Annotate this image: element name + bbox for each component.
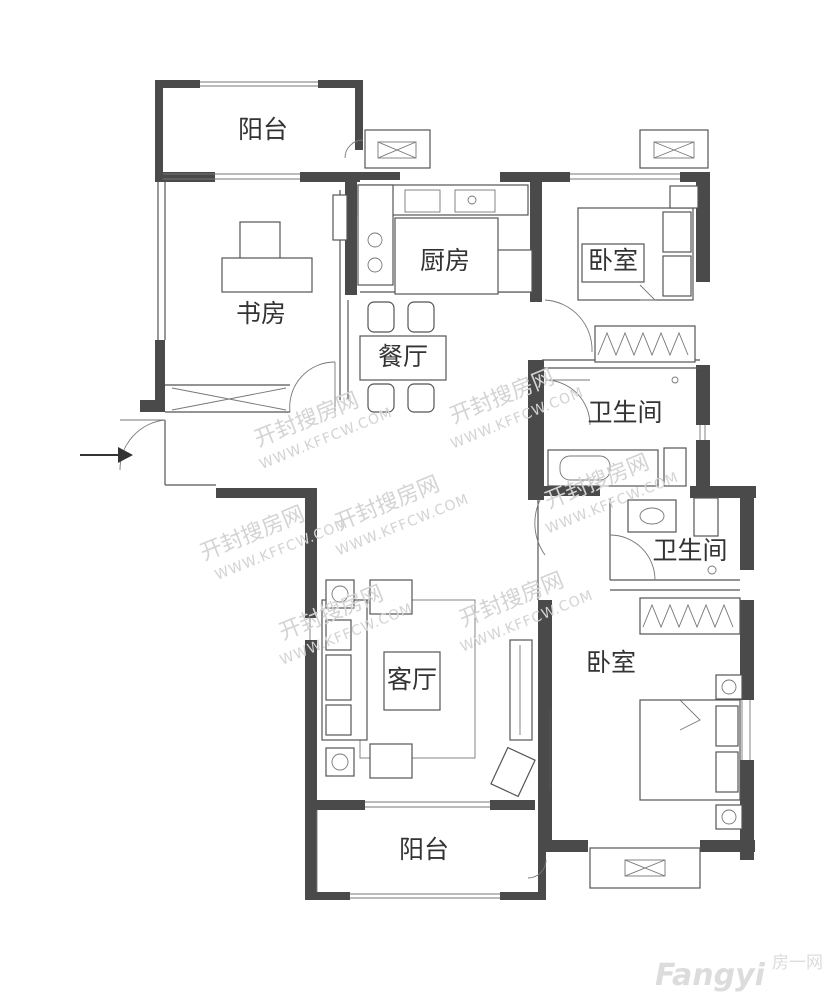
bath-bottom-fixtures <box>627 497 719 575</box>
room-label-dining: 餐厅 <box>378 342 428 371</box>
bed-top <box>577 185 699 301</box>
living-furniture <box>321 579 536 798</box>
dining-set <box>359 301 447 413</box>
doors <box>119 139 656 879</box>
room-label-kitchen: 厨房 <box>420 246 470 275</box>
wardrobe-top <box>594 325 696 363</box>
bath-top-fixtures <box>547 376 687 487</box>
brand-logo: Fangyi 房一网 <box>655 953 823 993</box>
kitchen-fixtures <box>357 184 533 293</box>
study-desk <box>221 194 348 293</box>
wardrobe-bottom <box>639 597 741 635</box>
room-label-bedroom-bottom: 卧室 <box>586 648 636 677</box>
room-label-bath-top: 卫生间 <box>587 398 662 427</box>
room-label-living: 客厅 <box>387 665 437 694</box>
room-label-balcony-bottom: 阳台 <box>399 835 449 864</box>
walls <box>140 80 756 900</box>
brand-cn: 房一网 <box>772 953 823 973</box>
entry-arrow-icon <box>80 447 133 463</box>
room-label-study: 书房 <box>236 299 286 328</box>
wall-lines <box>157 81 751 899</box>
room-label-balcony-top: 阳台 <box>238 115 288 144</box>
room-label-bath-bottom: 卫生间 <box>652 536 727 565</box>
ac-units <box>364 129 709 889</box>
room-labels: 阳台 书房 厨房 卧室 餐厅 卫生间 卫生间 客厅 卧室 阳台 <box>236 115 728 864</box>
bed-bottom <box>549 674 743 830</box>
room-label-bedroom-top: 卧室 <box>588 246 638 275</box>
brand-text: Fangyi <box>655 958 766 993</box>
